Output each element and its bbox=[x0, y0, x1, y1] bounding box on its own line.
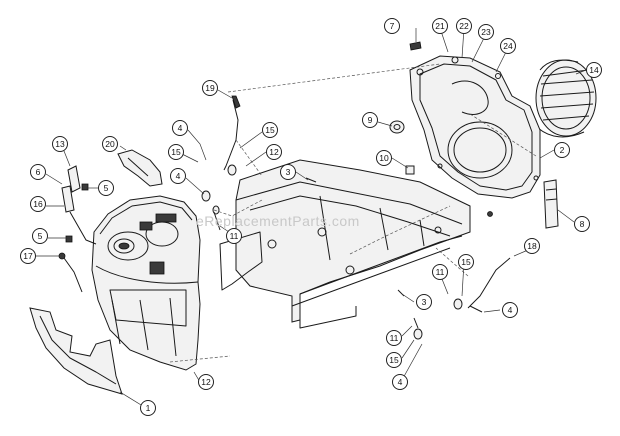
callout-c21: 21 bbox=[432, 18, 448, 34]
part-bolt-3a bbox=[305, 177, 317, 183]
part-frame-chassis bbox=[219, 159, 471, 329]
callout-c3a: 3 bbox=[280, 164, 296, 180]
callout-c5a: 5 bbox=[98, 180, 114, 196]
svg-text:11: 11 bbox=[230, 231, 239, 241]
callout-c4b: 4 bbox=[170, 168, 186, 184]
callout-c11c: 11 bbox=[386, 330, 402, 346]
part-left-brackets bbox=[61, 165, 97, 245]
svg-text:15: 15 bbox=[461, 257, 471, 267]
callout-c22: 22 bbox=[456, 18, 472, 34]
callout-c15b: 15 bbox=[168, 144, 184, 160]
svg-text:20: 20 bbox=[105, 139, 115, 149]
svg-text:10: 10 bbox=[379, 153, 389, 163]
callout-c14: 14 bbox=[586, 62, 602, 78]
svg-text:7: 7 bbox=[390, 21, 395, 31]
callout-c6: 6 bbox=[30, 164, 46, 180]
svg-text:23: 23 bbox=[481, 27, 491, 37]
svg-text:15: 15 bbox=[389, 355, 399, 365]
svg-text:15: 15 bbox=[265, 125, 275, 135]
callout-c15a: 15 bbox=[262, 122, 278, 138]
svg-text:15: 15 bbox=[171, 147, 181, 157]
svg-text:1: 1 bbox=[146, 403, 151, 413]
watermark-text: eReplacementParts.com bbox=[196, 213, 360, 229]
callout-c18: 18 bbox=[524, 238, 540, 254]
svg-text:3: 3 bbox=[422, 297, 427, 307]
callout-c4d: 4 bbox=[392, 374, 408, 390]
callout-c12b: 12 bbox=[198, 374, 214, 390]
svg-text:6: 6 bbox=[36, 167, 41, 177]
svg-text:18: 18 bbox=[527, 241, 537, 251]
svg-text:16: 16 bbox=[33, 199, 43, 209]
part-washers bbox=[201, 164, 463, 340]
callout-c15d: 15 bbox=[386, 352, 402, 368]
part-panel-20 bbox=[117, 149, 163, 187]
part-clip-9 bbox=[389, 120, 405, 134]
svg-text:4: 4 bbox=[398, 377, 403, 387]
callout-c11b: 11 bbox=[432, 264, 448, 280]
callout-c1: 1 bbox=[140, 400, 156, 416]
part-rear-shroud bbox=[409, 55, 541, 199]
svg-text:3: 3 bbox=[286, 167, 291, 177]
callout-c5b: 5 bbox=[32, 228, 48, 244]
svg-text:11: 11 bbox=[436, 267, 445, 277]
part-bracket-8 bbox=[543, 179, 559, 229]
callout-c20: 20 bbox=[102, 136, 118, 152]
part-spacer-10 bbox=[405, 165, 415, 175]
callout-c4a: 4 bbox=[172, 120, 188, 136]
part-rod-18 bbox=[467, 257, 511, 309]
svg-text:24: 24 bbox=[503, 41, 513, 51]
svg-text:8: 8 bbox=[580, 219, 585, 229]
callout-c15c: 15 bbox=[458, 254, 474, 270]
callout-c2: 2 bbox=[554, 142, 570, 158]
svg-text:4: 4 bbox=[508, 305, 513, 315]
callout-c19: 19 bbox=[202, 80, 218, 96]
part-belt-ring bbox=[535, 59, 597, 138]
svg-text:4: 4 bbox=[178, 123, 183, 133]
svg-text:19: 19 bbox=[205, 83, 215, 93]
callout-c8: 8 bbox=[574, 216, 590, 232]
callout-c12a: 12 bbox=[266, 144, 282, 160]
svg-text:22: 22 bbox=[459, 21, 469, 31]
callout-c13: 13 bbox=[52, 136, 68, 152]
callout-c16: 16 bbox=[30, 196, 46, 212]
svg-text:2: 2 bbox=[560, 145, 565, 155]
callout-c23: 23 bbox=[478, 24, 494, 40]
svg-text:4: 4 bbox=[176, 171, 181, 181]
svg-text:12: 12 bbox=[201, 377, 211, 387]
part-fastener-7 bbox=[409, 41, 422, 51]
callout-c11a: 11 bbox=[226, 228, 242, 244]
svg-text:13: 13 bbox=[55, 139, 65, 149]
callout-c3b: 3 bbox=[416, 294, 432, 310]
part-cover-1 bbox=[29, 307, 123, 395]
part-rod-19 bbox=[223, 95, 241, 171]
callout-c7: 7 bbox=[384, 18, 400, 34]
callout-c17: 17 bbox=[20, 248, 36, 264]
callout-c24: 24 bbox=[500, 38, 516, 54]
svg-text:5: 5 bbox=[104, 183, 109, 193]
part-17 bbox=[58, 252, 83, 293]
callout-c4c: 4 bbox=[502, 302, 518, 318]
svg-text:11: 11 bbox=[390, 333, 399, 343]
svg-text:9: 9 bbox=[368, 115, 373, 125]
callout-c9: 9 bbox=[362, 112, 378, 128]
callout-c10: 10 bbox=[376, 150, 392, 166]
svg-text:14: 14 bbox=[589, 65, 599, 75]
svg-text:17: 17 bbox=[23, 251, 33, 261]
svg-text:21: 21 bbox=[435, 21, 445, 31]
svg-text:12: 12 bbox=[269, 147, 279, 157]
svg-text:5: 5 bbox=[38, 231, 43, 241]
part-dash-console bbox=[91, 195, 201, 371]
